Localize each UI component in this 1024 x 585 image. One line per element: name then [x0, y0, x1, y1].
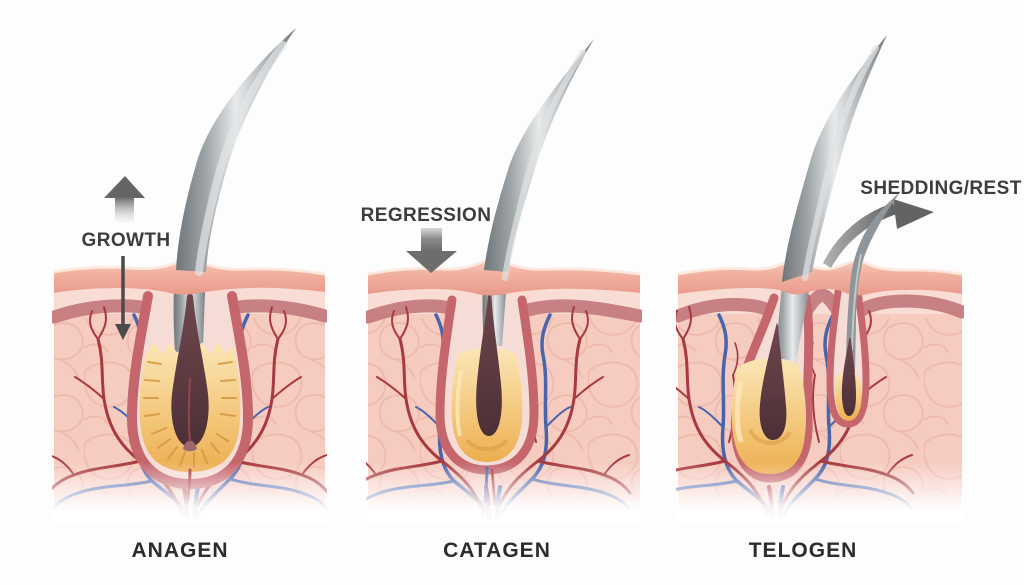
hair-root-club	[759, 323, 787, 440]
hair-shaft-highlight	[802, 45, 879, 281]
hair-root-small	[841, 337, 856, 416]
bottom-fade	[52, 462, 327, 524]
hair-shaft-in-skin	[773, 268, 812, 381]
follicle-wall	[826, 288, 870, 428]
regression-annotation: REGRESSION	[361, 205, 492, 273]
curved-arrow-icon	[893, 199, 934, 229]
bottom-fade	[676, 462, 964, 524]
panel-anagen: GROWTH ANAGEN	[52, 28, 327, 562]
sheath-striations	[143, 361, 237, 468]
pointer-arrow-head	[115, 324, 131, 340]
hair-shaft-catagen	[484, 39, 594, 281]
epidermis	[678, 259, 962, 296]
panel-catagen: REGRESSION CATAGEN	[361, 39, 642, 562]
hair-root-club	[476, 285, 502, 436]
down-arrow-shaft	[421, 228, 442, 252]
hair-shaft	[484, 39, 594, 272]
sheath-inner-shade	[465, 438, 509, 451]
hair-shaft-highlight	[502, 49, 586, 281]
hair-shaft	[782, 35, 887, 282]
shedding-annotation: SHEDDING/REST	[823, 178, 1021, 268]
hair-shaft-telogen-main	[782, 35, 887, 282]
bottom-fade	[366, 462, 642, 524]
shedding-hair	[841, 191, 901, 416]
phase-label-telogen: TELOGEN	[749, 539, 858, 562]
hair-root-bulb	[171, 293, 209, 447]
dermal-papillary-band	[855, 294, 964, 319]
hair-shaft	[176, 28, 296, 272]
phase-label-anagen: ANAGEN	[131, 539, 228, 562]
root-vessel	[187, 377, 191, 443]
skin-block-anagen	[52, 258, 327, 524]
hair-follicle-telogen-main	[730, 268, 814, 483]
epidermis-highlight	[677, 258, 963, 276]
hair-shaft-anagen	[176, 28, 296, 276]
panel-telogen: SHEDDING/REST TELOGEN	[676, 35, 1021, 562]
sheath-highlight	[455, 369, 463, 437]
up-arrow-icon	[104, 176, 145, 198]
hair-shaft-thin-highlight	[851, 253, 862, 351]
skin-block-catagen	[366, 258, 642, 524]
hair-shaft-highlight	[195, 41, 287, 276]
down-arrow-icon	[406, 251, 457, 273]
shedding-label: SHEDDING/REST	[860, 178, 1021, 199]
hair-follicle-anagen	[126, 264, 254, 507]
growth-annotation: GROWTH	[82, 176, 171, 340]
growth-label: GROWTH	[82, 230, 171, 251]
sheath-inner-shade	[748, 428, 792, 445]
dermal-papilla	[183, 440, 197, 452]
phase-label-catagen: CATAGEN	[443, 539, 551, 562]
regression-label: REGRESSION	[361, 205, 492, 226]
skin-block-telogen	[676, 258, 964, 524]
sheath-highlight	[734, 381, 744, 443]
up-arrow-shaft	[115, 197, 134, 222]
